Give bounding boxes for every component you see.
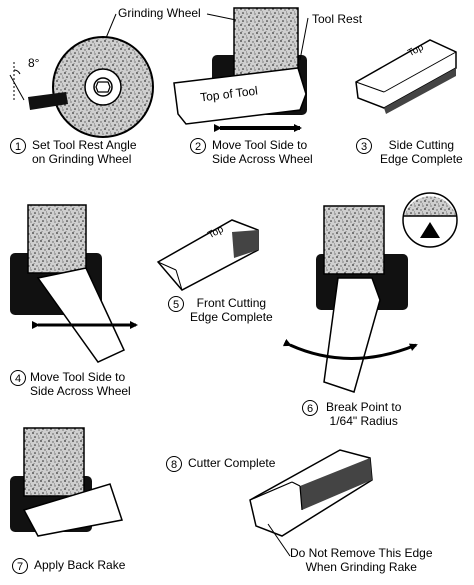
- step7-illustration: [10, 427, 123, 537]
- step8-cutter-illustration: [249, 449, 373, 557]
- step3-tool-illustration: [355, 39, 457, 114]
- step7-number: 7: [12, 558, 28, 574]
- step8-caption: Cutter Complete: [188, 456, 276, 470]
- step3-number: 3: [356, 138, 372, 154]
- step4-number: 4: [10, 370, 26, 386]
- step5-number: 5: [168, 296, 184, 312]
- step6-illustration: [282, 192, 458, 393]
- angle-label: 8°: [28, 56, 40, 70]
- step1-wheel-illustration: [9, 36, 154, 138]
- step2-illustration: [173, 7, 307, 132]
- grinding-wheel-label: Grinding Wheel: [118, 6, 201, 20]
- step4-illustration: [10, 204, 138, 363]
- tool-rest-label: Tool Rest: [312, 12, 363, 26]
- step8-number: 8: [166, 456, 182, 472]
- step2-number: 2: [190, 138, 206, 154]
- step5-tool-illustration: [156, 219, 259, 291]
- step6-number: 6: [302, 400, 318, 416]
- label-leaders: [105, 13, 309, 61]
- step7-caption: Apply Back Rake: [34, 558, 126, 572]
- step1-number: 1: [10, 138, 26, 154]
